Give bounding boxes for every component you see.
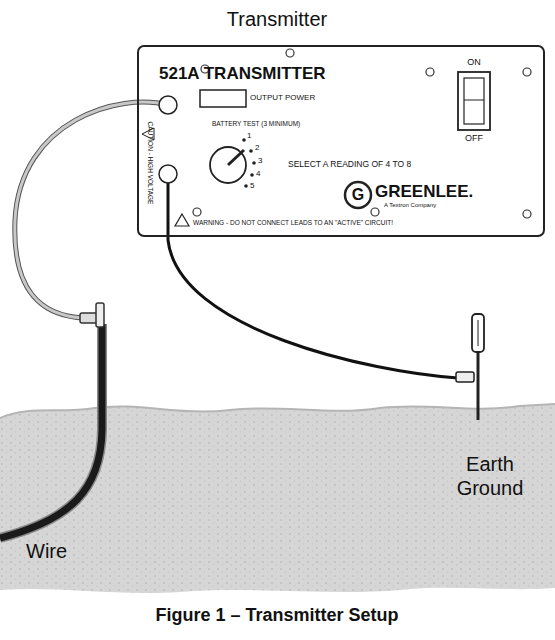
- jacks: [159, 96, 177, 183]
- brand-subtitle: A Textron Company: [384, 202, 436, 209]
- dial-number: 4: [256, 170, 260, 179]
- brand-name: GREENLEE.: [375, 183, 473, 202]
- ground-surface: [0, 404, 555, 418]
- ground-stake: [456, 314, 484, 420]
- ground-label: Earth Ground: [430, 452, 550, 500]
- display-label: OUTPUT POWER: [250, 94, 315, 103]
- figure-caption: Figure 1 – Transmitter Setup: [155, 606, 398, 626]
- output-power-display: [200, 90, 246, 107]
- caution-text: CAUTION - HIGH VOLTAGE: [146, 122, 153, 205]
- buried-wire-core: [0, 324, 102, 538]
- instruction-text: SELECT A READING OF 4 TO 8: [288, 160, 411, 169]
- dial-number: 5: [250, 182, 254, 191]
- dial-number: 3: [258, 157, 262, 166]
- wire-label: Wire: [26, 540, 67, 562]
- greenlee-logo-ring: [345, 182, 371, 208]
- switch-label: OFF: [465, 134, 483, 144]
- grey-test-lead-core: [15, 102, 168, 318]
- power-switch: [458, 72, 490, 130]
- dial-number: 1: [247, 132, 251, 141]
- warning-triangle: [175, 214, 189, 226]
- figure-title: Transmitter: [227, 8, 327, 30]
- warning-text: WARNING - DO NOT CONNECT LEADS TO AN "AC…: [193, 219, 393, 226]
- buried-wire: [0, 324, 102, 538]
- model-name: 521A TRANSMITTER: [159, 64, 326, 84]
- dial-number: 2: [255, 144, 259, 153]
- dial-label: BATTERY TEST (3 MINIMUM): [212, 120, 300, 127]
- transmitter-panel: 521A TRANSMITTER: [137, 45, 545, 237]
- logo-mark: G: [352, 186, 364, 204]
- black-test-lead: [168, 174, 458, 378]
- wire-clip: [80, 303, 104, 327]
- switch-label: ON: [467, 58, 481, 68]
- grey-test-lead: [15, 102, 168, 318]
- selector-dial: [210, 138, 256, 188]
